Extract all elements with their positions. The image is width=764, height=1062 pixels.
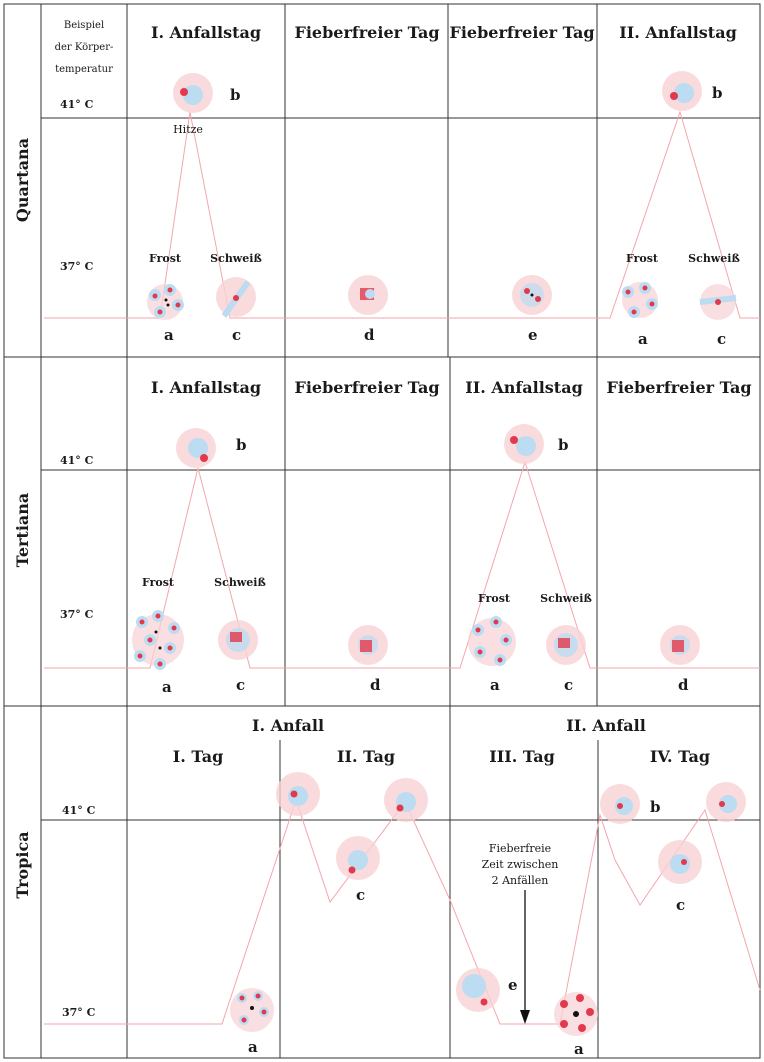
tropica-day3-title: III. Tag	[489, 747, 555, 766]
quartana-col4-title: II. Anfallstag	[619, 23, 737, 42]
tertiana-cell-b2	[504, 424, 544, 464]
quartana-frost-label: Frost	[149, 252, 182, 265]
tropica-cell-b4	[706, 782, 746, 822]
tertiana-col3-title: II. Anfallstag	[465, 378, 583, 397]
quartana-col3-title: Fieberfreier Tag	[449, 23, 594, 42]
tropica-cell-e	[456, 968, 500, 1012]
tropica-fever-curve	[44, 798, 761, 1025]
quartana-letter-b1: b	[230, 86, 241, 104]
tropica-day2-title: II. Tag	[337, 747, 395, 766]
quartana-cell-c2	[699, 284, 737, 320]
tertiana-cell-d2	[660, 625, 700, 665]
tropica-label: Tropica	[13, 831, 32, 898]
quartana-cell-a1	[147, 284, 184, 320]
temp-41-tropica: 41° C	[62, 804, 96, 817]
quartana-cell-b2	[662, 71, 702, 111]
tertiana-label: Tertiana	[13, 493, 32, 568]
quartana-label: Quartana	[13, 138, 32, 222]
temp-41-tertiana: 41° C	[60, 454, 94, 467]
header-line1: Beispiel	[64, 20, 104, 31]
quartana-cell-c1	[216, 277, 256, 318]
quartana-hitze-label: Hitze	[173, 123, 203, 136]
tropica-cell-b1	[276, 772, 320, 816]
tropica-anfall1-title: I. Anfall	[252, 716, 324, 735]
tertiana-cell-b1	[176, 428, 216, 468]
quartana-cell-a2	[622, 282, 658, 318]
temp-41-quartana: 41° C	[60, 98, 94, 111]
tertiana-schweiss-label-2: Schweiß	[540, 592, 592, 605]
tertiana-col1-title: I. Anfallstag	[151, 378, 261, 397]
tropica-cell-c2	[658, 840, 702, 884]
quartana-letter-a2: a	[638, 330, 648, 348]
temp-37-quartana: 37° C	[60, 260, 94, 273]
tertiana-frost-label: Frost	[142, 576, 175, 589]
quartana-letter-c2: c	[717, 330, 726, 348]
tertiana-letter-d1: d	[370, 676, 381, 694]
tropica-note-line1: Fieberfreie	[489, 842, 551, 855]
quartana-fever-curve	[44, 110, 760, 319]
temp-37-tertiana: 37° C	[60, 608, 94, 621]
quartana-letter-c1: c	[232, 326, 241, 344]
tertiana-cell-c1	[218, 620, 258, 660]
quartana-cell-d	[348, 275, 388, 315]
quartana-letter-e: e	[528, 326, 538, 344]
tertiana-cell-a2	[468, 616, 516, 666]
tertiana-letter-b2: b	[558, 436, 569, 454]
tertiana-col2-title: Fieberfreier Tag	[294, 378, 439, 397]
temp-37-tropica: 37° C	[62, 1006, 96, 1019]
tropica-cell-a2	[554, 992, 598, 1036]
grid-lines	[3, 3, 761, 1059]
header-line2: der Körper-	[55, 42, 114, 53]
quartana-cell-b1	[173, 73, 213, 113]
tropica-cell-c1	[336, 836, 380, 880]
tertiana-letter-c2: c	[564, 676, 573, 694]
tertiana-cell-a1	[132, 610, 184, 670]
quartana-cell-e	[512, 275, 552, 315]
quartana-schweiss-label: Schweiß	[210, 252, 262, 265]
tertiana-letter-d2: d	[678, 676, 689, 694]
tertiana-schweiss-label: Schweiß	[214, 576, 266, 589]
quartana-col1-title: I. Anfallstag	[151, 23, 261, 42]
tropica-cell-b2	[384, 778, 428, 822]
tropica-letter-c2: c	[676, 896, 685, 914]
tropica-note-line3: 2 Anfällen	[492, 874, 549, 887]
tropica-cell-a1	[230, 988, 274, 1032]
tertiana-cell-c2	[546, 625, 586, 665]
tropica-letter-a2: a	[574, 1040, 584, 1058]
tertiana-letter-c1: c	[236, 676, 245, 694]
tertiana-col4-title: Fieberfreier Tag	[606, 378, 751, 397]
tropica-day4-title: IV. Tag	[650, 747, 710, 766]
tropica-letter-a1: a	[248, 1038, 258, 1056]
tertiana-letter-b1: b	[236, 436, 247, 454]
quartana-frost-label-2: Frost	[626, 252, 659, 265]
tropica-anfall2-title: II. Anfall	[566, 716, 646, 735]
tertiana-letter-a1: a	[162, 678, 172, 696]
tropica-cell-b3	[600, 784, 640, 824]
quartana-schweiss-label-2: Schweiß	[688, 252, 740, 265]
quartana-letter-a1: a	[164, 326, 174, 344]
tertiana-frost-label-2: Frost	[478, 592, 511, 605]
tertiana-letter-a2: a	[490, 676, 500, 694]
tertiana-cell-d1	[348, 625, 388, 665]
tropica-day1-title: I. Tag	[173, 747, 224, 766]
tropica-note-line2: Zeit zwischen	[482, 858, 559, 871]
tropica-letter-c1: c	[356, 886, 365, 904]
tropica-letter-e: e	[508, 976, 518, 994]
header-line3: temperatur	[55, 64, 113, 75]
quartana-letter-d: d	[364, 326, 375, 344]
tropica-arrow-head	[520, 1010, 530, 1024]
quartana-letter-b2: b	[712, 84, 723, 102]
quartana-col2-title: Fieberfreier Tag	[294, 23, 439, 42]
tropica-letter-b3: b	[650, 798, 661, 816]
